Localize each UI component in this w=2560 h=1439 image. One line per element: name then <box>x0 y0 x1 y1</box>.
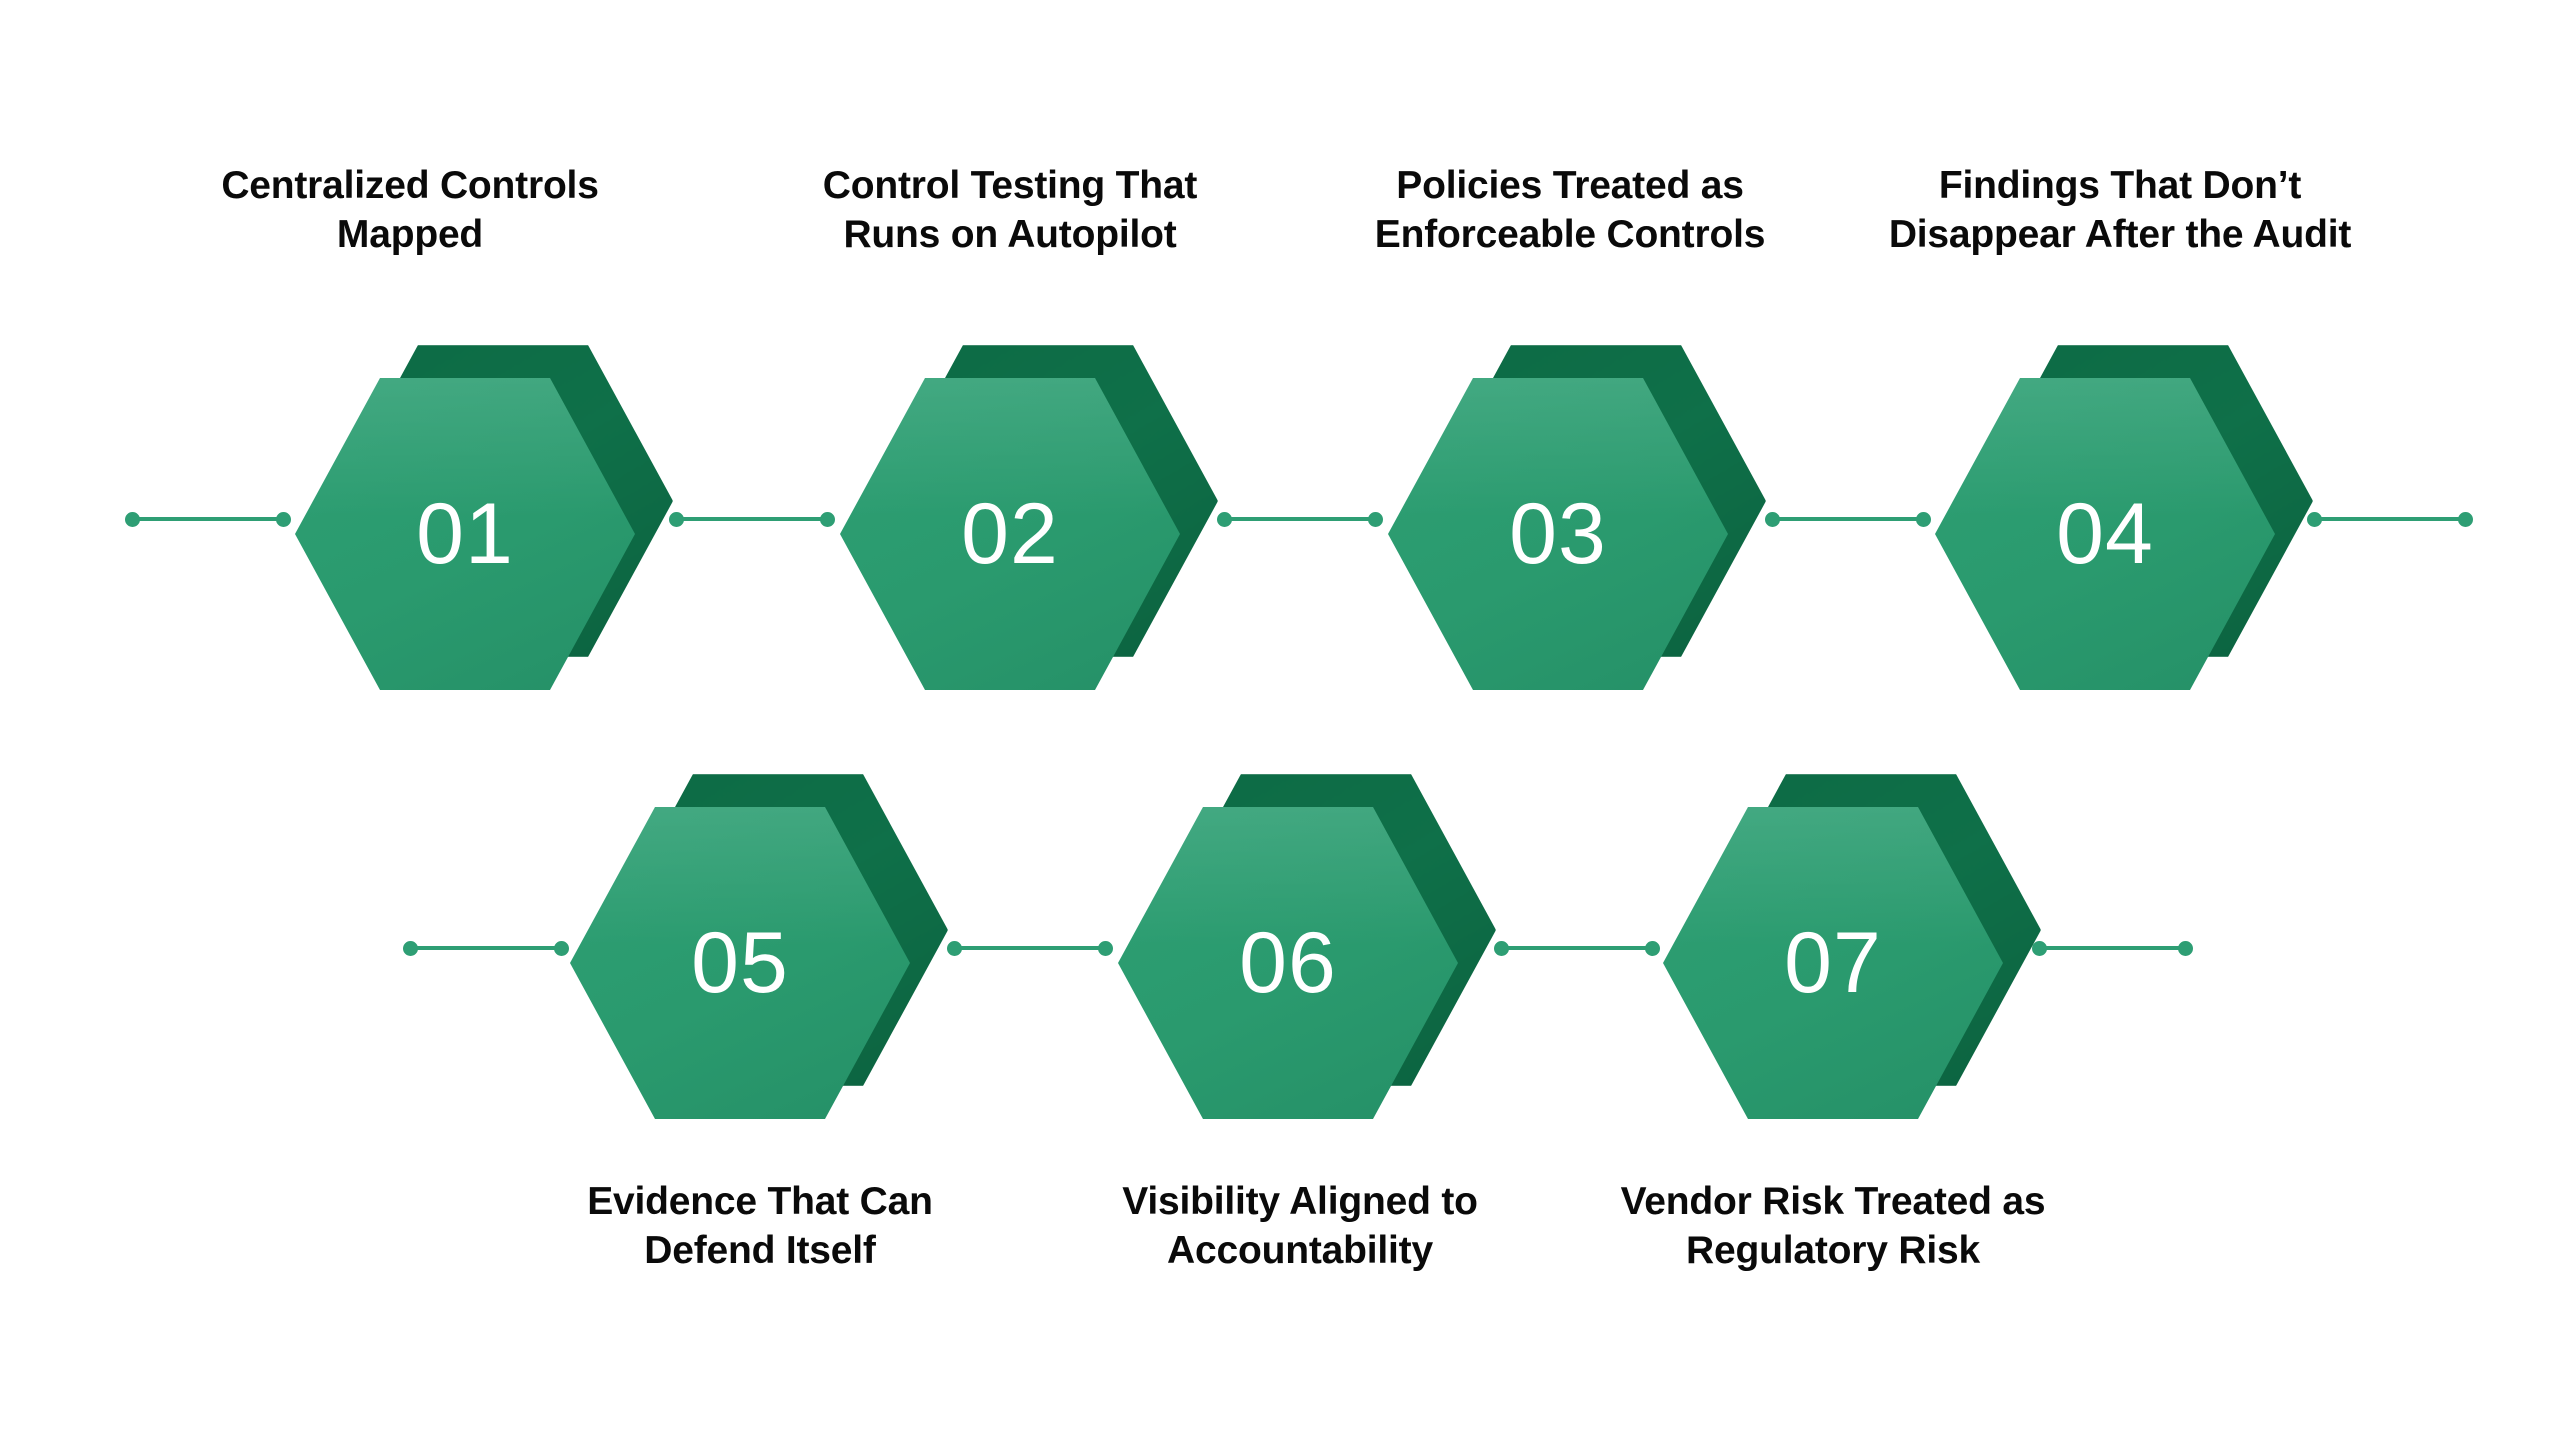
step-label-01-line2: Mapped <box>336 212 484 256</box>
step-label-06: Visibility Aligned to Accountability <box>1060 1178 1540 1276</box>
connector-dot-end <box>1916 511 1931 527</box>
step-node-01[interactable]: 01 <box>295 345 675 695</box>
step-node-04[interactable]: 04 <box>1935 345 2315 695</box>
step-label-03-line2: Enforceable Controls <box>1374 212 1766 256</box>
step-number-01: 01 <box>416 486 514 582</box>
step-label-07-line2: Regulatory Risk <box>1686 1228 1980 1272</box>
connector-line <box>1497 946 1657 950</box>
connector-step-01-to-02 <box>669 511 835 527</box>
step-label-07: Vendor Risk Treated as Regulatory Risk <box>1583 1178 2083 1276</box>
connector-before-step-01 <box>125 511 291 527</box>
connector-line <box>2035 946 2190 950</box>
step-label-01: Centralized Controls Mapped <box>180 162 640 260</box>
step-number-04: 04 <box>2056 486 2154 582</box>
step-node-02[interactable]: 02 <box>840 345 1220 695</box>
step-label-05: Evidence That Can Defend Itself <box>520 1178 1000 1276</box>
step-node-03[interactable]: 03 <box>1388 345 1768 695</box>
connector-dot-end <box>1368 511 1383 527</box>
connector-dot-end <box>276 511 291 527</box>
connector-step-03-to-04 <box>1765 511 1931 527</box>
connector-dot-start <box>1217 511 1232 527</box>
step-label-02: Control Testing That Runs on Autopilot <box>780 162 1240 260</box>
connector-step-02-to-03 <box>1217 511 1383 527</box>
connector-dot-start <box>1765 511 1780 527</box>
step-number-06: 06 <box>1239 915 1337 1011</box>
step-node-05[interactable]: 05 <box>570 774 950 1124</box>
connector-before-step-05 <box>403 940 569 956</box>
connector-step-05-to-06 <box>947 940 1113 956</box>
connector-dot-end <box>2178 940 2193 956</box>
step-label-02-line1: Control Testing That <box>822 164 1198 207</box>
connector-dot-start <box>403 940 418 956</box>
step-label-07-line1: Vendor Risk Treated as <box>1620 1180 2046 1223</box>
step-label-05-line1: Evidence That Can <box>587 1180 933 1223</box>
step-label-04: Findings That Don’t Disappear After the … <box>1845 162 2395 260</box>
connector-line <box>950 946 1110 950</box>
step-node-07[interactable]: 07 <box>1663 774 2043 1124</box>
step-number-03: 03 <box>1509 486 1607 582</box>
step-node-06[interactable]: 06 <box>1118 774 1498 1124</box>
step-label-01-line1: Centralized Controls <box>221 164 599 207</box>
connector-step-06-to-07 <box>1494 940 1660 956</box>
step-number-07: 07 <box>1784 915 1882 1011</box>
step-label-03: Policies Treated as Enforceable Controls <box>1320 162 1820 260</box>
connector-dot-start <box>1494 940 1509 956</box>
connector-dot-start <box>125 511 140 527</box>
step-label-04-line1: Findings That Don’t <box>1938 164 2302 207</box>
connector-line <box>406 946 566 950</box>
step-label-02-line2: Runs on Autopilot <box>843 212 1177 256</box>
connector-dot-start <box>947 940 962 956</box>
connector-dot-start <box>669 511 684 527</box>
step-label-06-line1: Visibility Aligned to <box>1122 1180 1478 1223</box>
step-number-05: 05 <box>691 915 789 1011</box>
connector-dot-start <box>2307 511 2322 527</box>
step-number-02: 02 <box>961 486 1059 582</box>
step-label-04-line2: Disappear After the Audit <box>1888 212 2352 256</box>
connector-after-step-07 <box>2032 940 2193 956</box>
connector-dot-start <box>2032 940 2047 956</box>
connector-dot-end <box>820 511 835 527</box>
connector-line <box>2310 517 2470 521</box>
step-label-06-line2: Accountability <box>1167 1228 1433 1272</box>
connector-line <box>672 517 832 521</box>
connector-dot-end <box>1645 940 1660 956</box>
connector-dot-end <box>2458 511 2473 527</box>
connector-dot-end <box>554 940 569 956</box>
connector-dot-end <box>1098 940 1113 956</box>
connector-line <box>128 517 288 521</box>
connector-line <box>1768 517 1928 521</box>
connector-line <box>1220 517 1380 521</box>
step-label-03-line1: Policies Treated as <box>1396 164 1744 207</box>
step-label-05-line2: Defend Itself <box>644 1228 876 1272</box>
connector-after-step-04 <box>2307 511 2473 527</box>
